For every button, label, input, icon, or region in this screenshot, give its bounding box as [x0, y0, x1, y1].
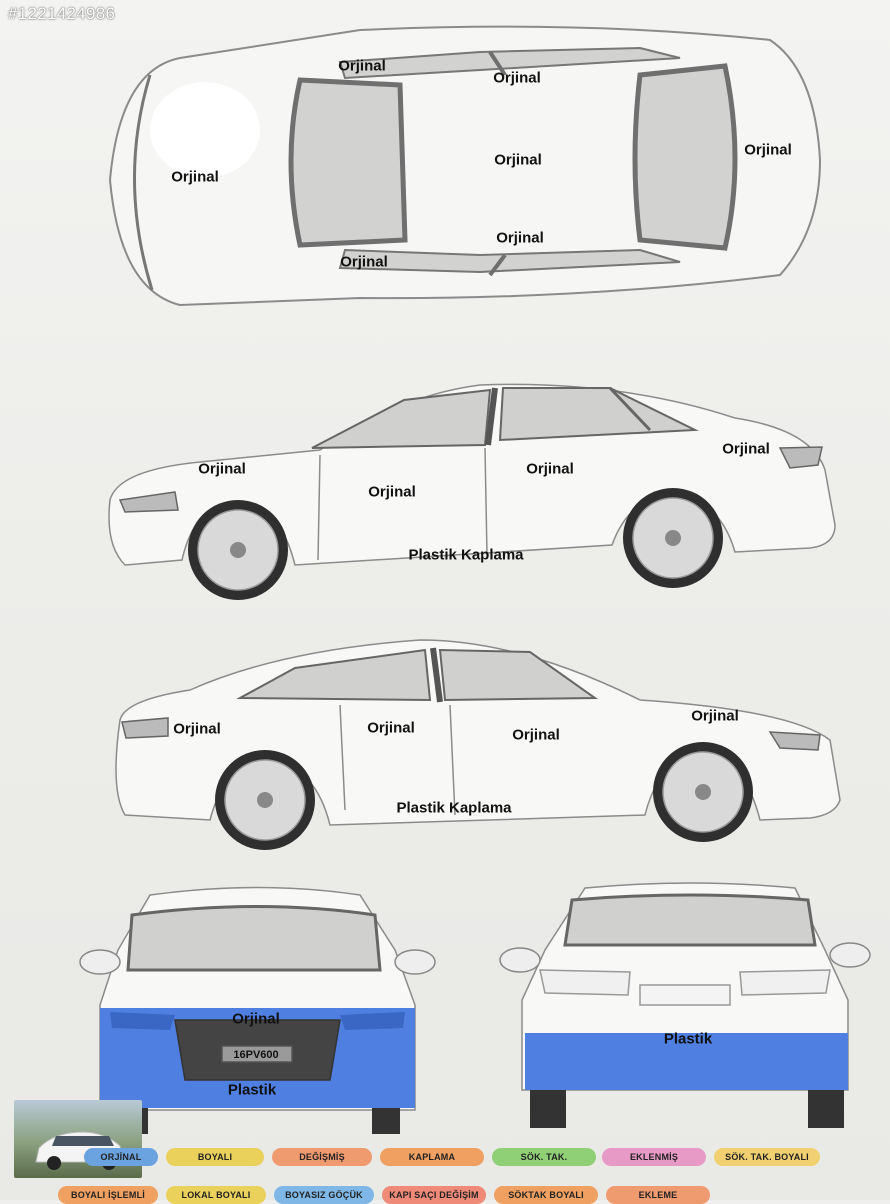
label-side1-front-door: Orjinal	[368, 483, 416, 501]
label-side2-rear-fender: Orjinal	[691, 707, 739, 725]
label-front-plate: 16PV600	[233, 1049, 279, 1061]
label-rear-bumper: Plastik	[663, 1030, 713, 1048]
label-top-roof-lower: Orjinal	[496, 229, 544, 247]
top-view-car	[108, 25, 822, 307]
label-top-trunk: Orjinal	[744, 141, 792, 159]
legend-item: ORJİNAL	[84, 1148, 158, 1166]
rear-view-car	[499, 882, 871, 1128]
label-side2-front-fender: Orjinal	[173, 720, 221, 738]
legend-item: SÖK. TAK.	[492, 1148, 596, 1166]
legend: ORJİNAL BOYALI DEĞİŞMİŞ KAPLAMA SÖK. TAK…	[0, 1140, 890, 1204]
label-side1-rear-fender: Orjinal	[722, 440, 770, 458]
label-side1-front-fender: Orjinal	[198, 460, 246, 478]
legend-item: SÖKTAK BOYALI	[494, 1186, 598, 1204]
label-front-bumper: Plastik	[227, 1081, 277, 1099]
front-view-car	[79, 886, 436, 1134]
label-side2-front-door: Orjinal	[367, 719, 415, 737]
label-side2-sill: Plastik Kaplama	[396, 799, 512, 817]
label-top-right-door: Orjinal	[340, 253, 388, 271]
legend-item: DEĞİŞMİŞ	[272, 1148, 372, 1166]
label-front-hood-edge: Orjinal	[232, 1010, 280, 1028]
label-side2-rear-door: Orjinal	[512, 726, 560, 744]
legend-item: EKLENMİŞ	[602, 1148, 706, 1166]
legend-item: KAPLAMA	[380, 1148, 484, 1166]
listing-id: #1221424986	[8, 4, 116, 23]
label-top-left-door: Orjinal	[338, 57, 386, 75]
label-side1-sill: Plastik Kaplama	[408, 546, 524, 564]
label-top-roof-upper: Orjinal	[493, 69, 541, 87]
legend-item: BOYALI	[166, 1148, 264, 1166]
legend-item: BOYALI İŞLEMLİ	[58, 1186, 158, 1204]
legend-item: EKLEME	[606, 1186, 710, 1204]
label-top-roof-center: Orjinal	[494, 151, 542, 169]
legend-item: BOYASIZ GÖÇÜK	[274, 1186, 374, 1204]
legend-item: KAPI SAÇI DEĞİŞİM	[382, 1186, 486, 1204]
side-view-1-car	[108, 383, 836, 600]
side-view-2-car	[115, 639, 841, 850]
label-side1-rear-door: Orjinal	[526, 460, 574, 478]
legend-item: LOKAL BOYALI	[166, 1186, 266, 1204]
label-top-hood: Orjinal	[171, 168, 219, 186]
legend-item: SÖK. TAK. BOYALI	[714, 1148, 820, 1166]
